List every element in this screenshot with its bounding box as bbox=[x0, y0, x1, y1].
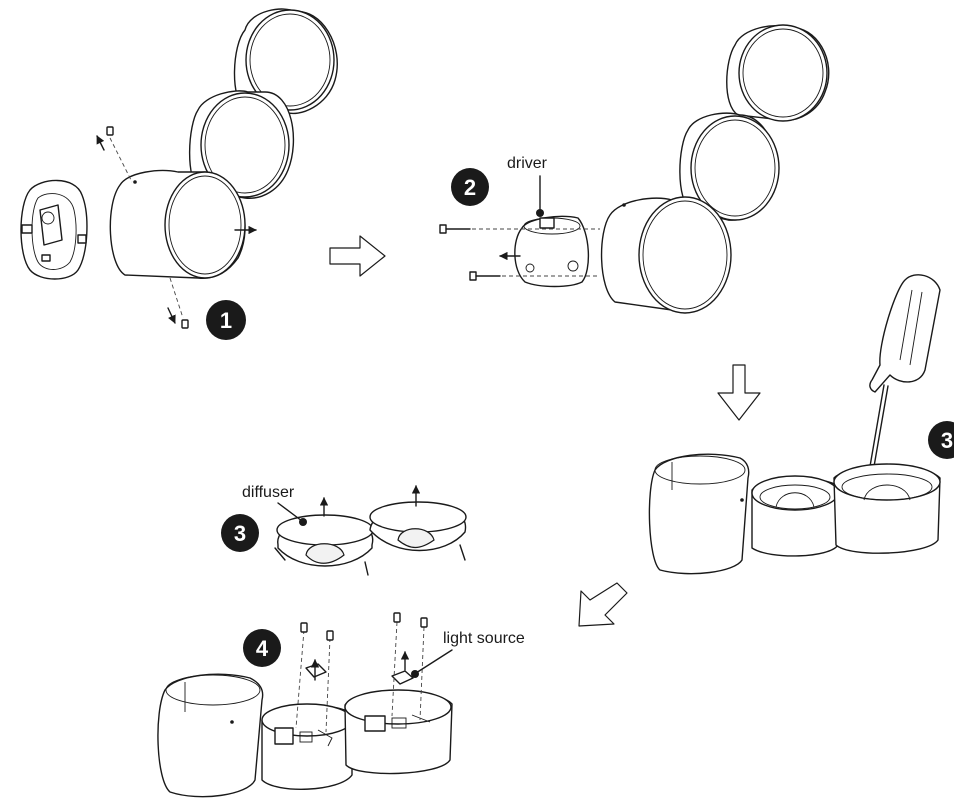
module-left bbox=[261, 703, 353, 790]
step-badge-4: 4 bbox=[243, 629, 281, 667]
flow-arrow-diagonal bbox=[578, 582, 628, 627]
step-badge-3-left: 3 bbox=[221, 514, 259, 552]
cylinder2-back-mid bbox=[679, 112, 780, 221]
step3-left-panel: diffuser 3 bbox=[221, 484, 467, 576]
step-badge-2-number: 2 bbox=[464, 175, 476, 200]
step-badge-4-number: 4 bbox=[256, 636, 269, 661]
led-chip-left bbox=[295, 622, 334, 733]
housing-open bbox=[648, 453, 750, 575]
cylinder-back-mid bbox=[188, 90, 295, 199]
housing-open-bottom bbox=[157, 673, 264, 798]
step3-right-panel: 3 bbox=[648, 274, 954, 575]
flow-arrow-right bbox=[329, 235, 386, 277]
diffuser-left bbox=[274, 497, 374, 576]
diffuser-label: diffuser bbox=[242, 484, 295, 501]
light-source-label: light source bbox=[443, 630, 525, 647]
module-right bbox=[344, 689, 453, 775]
step-badge-1: 1 bbox=[206, 300, 246, 340]
driver-label: driver bbox=[507, 155, 548, 172]
diffuser-right bbox=[369, 485, 467, 561]
cylinder2-front bbox=[600, 196, 732, 314]
ring-right bbox=[833, 463, 941, 554]
diffuser-callout: diffuser bbox=[242, 484, 307, 526]
step-badge-3-left-number: 3 bbox=[234, 521, 246, 546]
driver-housing bbox=[514, 215, 590, 288]
step2-panel: driver 2 bbox=[439, 24, 830, 314]
cylinder2-back-top bbox=[726, 24, 830, 122]
step-badge-3-right: 3 bbox=[928, 421, 954, 459]
cylinder-front bbox=[109, 169, 246, 279]
step-badge-2: 2 bbox=[451, 168, 489, 206]
step1-panel: 1 bbox=[20, 8, 338, 340]
step4-panel: light source 4 bbox=[157, 612, 525, 798]
led-chip-right bbox=[391, 612, 428, 721]
screwdriver bbox=[867, 274, 941, 479]
ring-middle bbox=[751, 475, 839, 557]
screw-top bbox=[96, 126, 133, 183]
driver-callout: driver bbox=[507, 155, 548, 217]
cylinder-back-top bbox=[233, 8, 338, 115]
flow-arrow-down bbox=[717, 364, 761, 421]
driver-screws bbox=[439, 224, 600, 281]
screw-bottom bbox=[167, 277, 189, 329]
step-badge-3-right-number: 3 bbox=[941, 428, 953, 453]
mounting-plate bbox=[20, 179, 88, 280]
light-source-callout: light source bbox=[411, 630, 525, 678]
step-badge-1-number: 1 bbox=[220, 308, 232, 333]
